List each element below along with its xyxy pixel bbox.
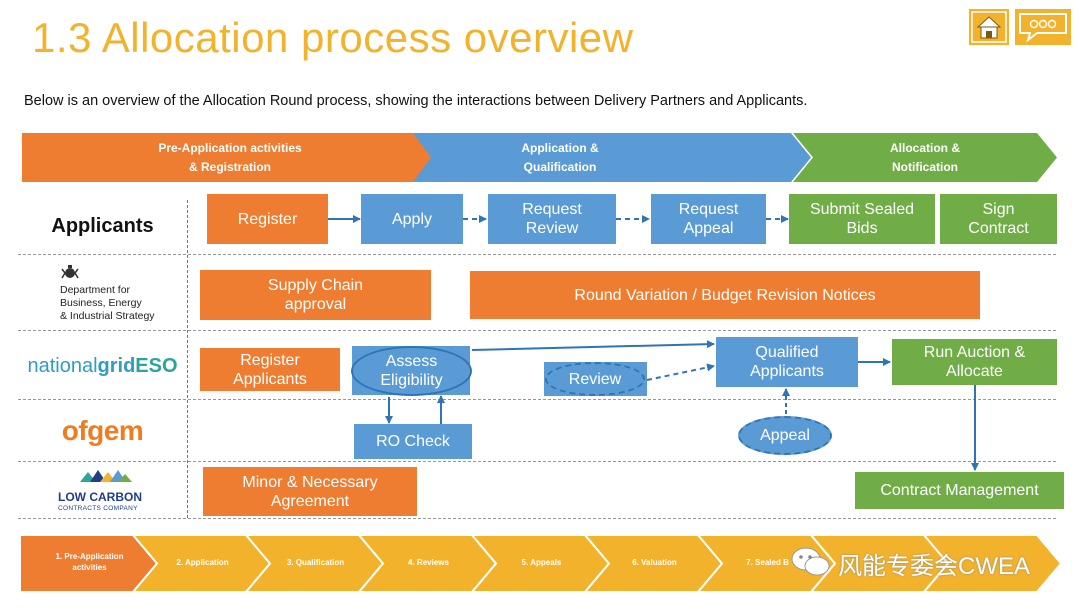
timeline-step-label: 7. Sealed B [746, 558, 789, 567]
lane-divider [18, 399, 1056, 400]
timeline-step-chevron [921, 534, 1063, 593]
phase-allocation-chevron [793, 133, 1057, 182]
register-box: Register [207, 194, 328, 244]
timeline-step-label: 6. Valuation [632, 558, 677, 567]
lane-divider [18, 461, 1056, 462]
lane-divider [18, 330, 1056, 331]
speech-bubble-icon [1019, 13, 1067, 43]
lane-label-low-carbon-contracts: LOW CARBON CONTRACTS COMPANY [58, 468, 154, 516]
lane-divider [18, 518, 1056, 519]
ro-check-box: RO Check [354, 424, 472, 459]
lane-vertical-divider [187, 200, 188, 518]
lane-label-ofgem: ofgem [61, 415, 144, 446]
contract-management-box: Contract Management [855, 472, 1064, 509]
apply-box: Apply [361, 194, 463, 244]
phase-application-chevron [413, 133, 811, 182]
lane-divider [18, 254, 1056, 255]
run-auction-box: Run Auction &Allocate [892, 339, 1057, 385]
phase-pre-application-chevron [22, 133, 436, 182]
arrow-eligibility-qualified [471, 340, 715, 351]
watermark-text: 风能专委会CWEA [838, 553, 1030, 580]
wechat-icon [791, 547, 830, 576]
round-variation-box: Round Variation / Budget Revision Notice… [470, 271, 980, 319]
phase-application: Application &Qualification [521, 141, 599, 174]
lane-label-beis: Department for Business, Energy & Indust… [60, 284, 155, 322]
timeline-step-label: 3. Qualification [286, 558, 345, 567]
arrow-review-qualified [646, 363, 715, 381]
timeline-step-label: 4. Reviews [408, 558, 449, 567]
page-title: 1.3 Allocation process overview [32, 14, 634, 61]
phase-pre-application: Pre-Application activities& Registration [158, 141, 302, 174]
appeal-ellipse: Appeal [738, 416, 832, 455]
phase-allocation: Allocation &Notification [889, 141, 960, 174]
home-icon [971, 11, 1007, 43]
royal-crest-icon [61, 265, 79, 279]
timeline-step-label: 5. Appeals [521, 558, 562, 567]
review-ellipse: Review [545, 362, 645, 396]
lane-label-applicants: Applicants [51, 214, 154, 237]
intro-text: Below is an overview of the Allocation R… [24, 93, 808, 109]
low-carbon-logo-icon [80, 470, 132, 482]
home-button[interactable] [969, 9, 1009, 45]
comments-button[interactable] [1015, 9, 1071, 45]
timeline-step-label: 2. Application [176, 558, 229, 567]
